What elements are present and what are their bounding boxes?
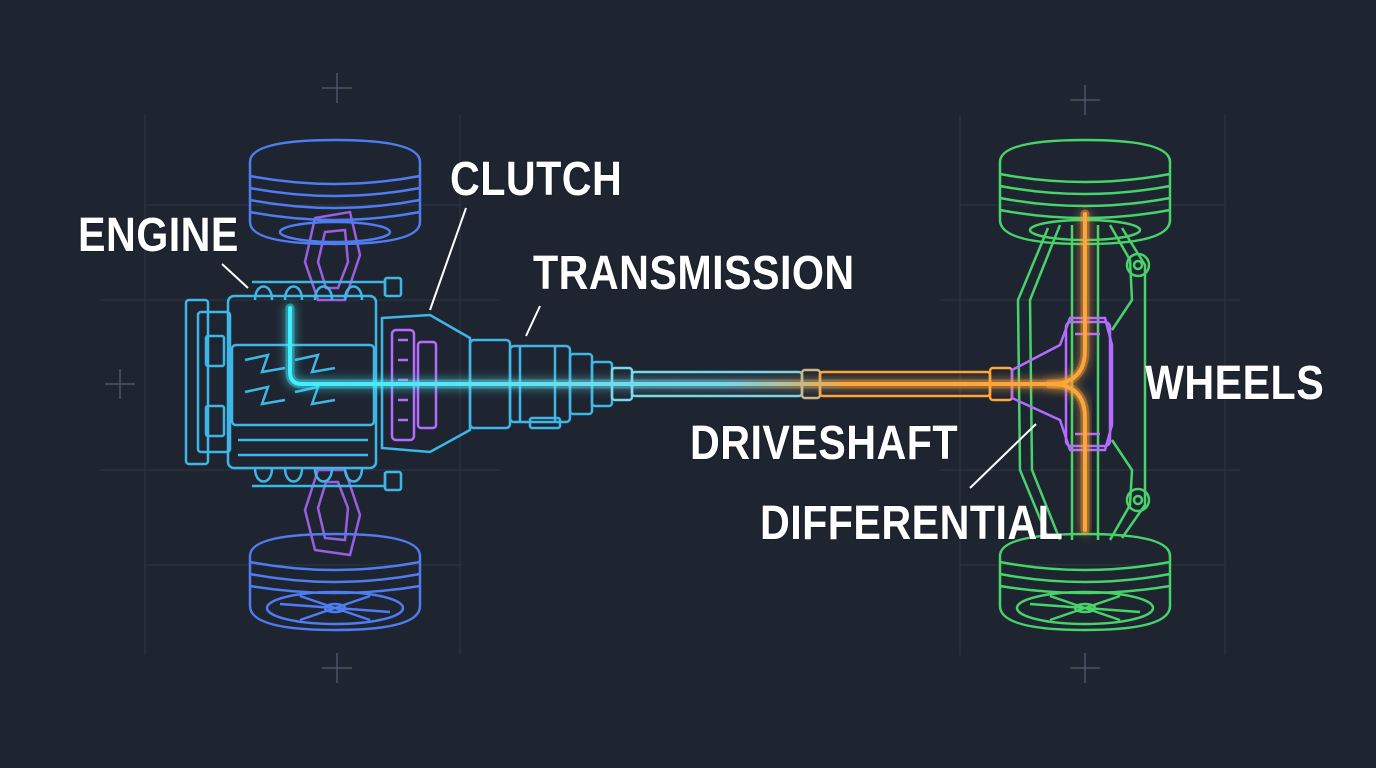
label-clutch: CLUTCH — [450, 156, 622, 204]
label-differential: DIFFERENTIAL — [760, 500, 1063, 548]
label-driveshaft: DRIVESHAFT — [690, 420, 958, 468]
label-transmission: TRANSMISSION — [533, 250, 855, 298]
front-left-wheel — [250, 140, 420, 244]
label-engine: ENGINE — [78, 212, 239, 260]
label-wheels: WHEELS — [1145, 360, 1324, 408]
front-right-wheel — [250, 534, 420, 630]
